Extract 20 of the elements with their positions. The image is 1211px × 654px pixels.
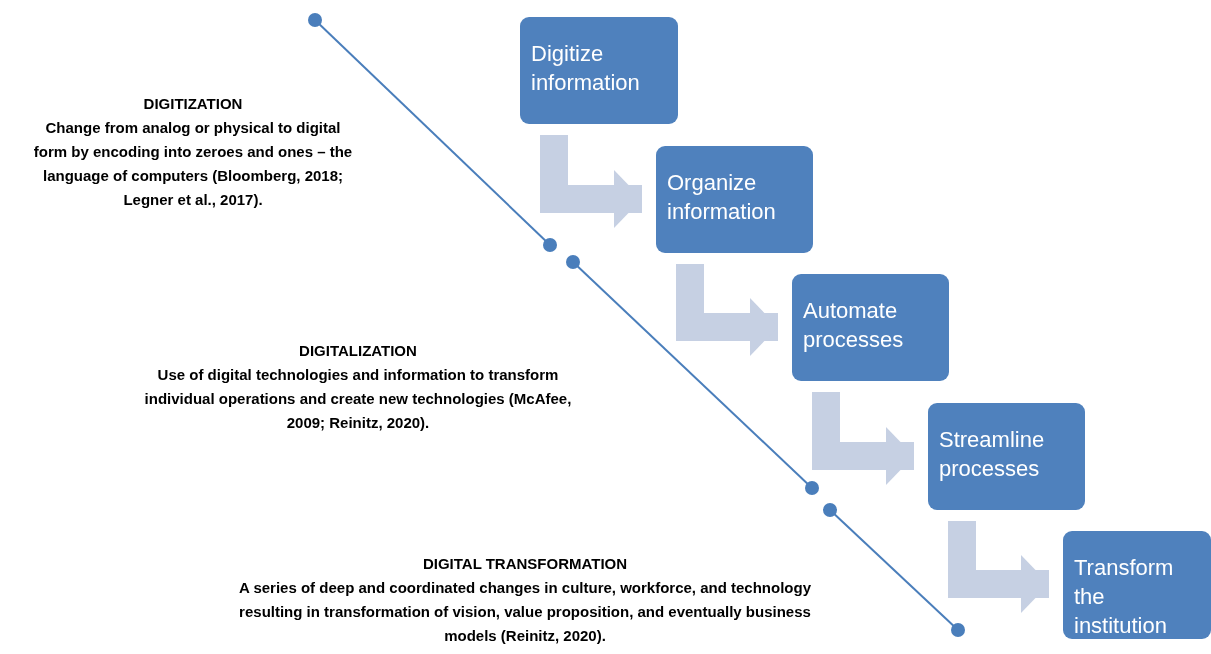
term-heading: DIGITAL TRANSFORMATION (421, 554, 629, 574)
step-label: Transform the institution (1074, 554, 1175, 640)
bent-arrow (948, 521, 1049, 613)
step-label: Automate processes (803, 297, 905, 354)
bent-arrow (676, 264, 778, 356)
process-box (520, 17, 678, 124)
process-box (1063, 531, 1211, 639)
definition-text: Use of digital technologies and information to transform individual operations and create new technologies (McAfee, 2009; Reinitz, 2020). (143, 365, 573, 433)
process-box (928, 403, 1085, 510)
process-box (792, 274, 949, 381)
definition-text: A series of deep and coordinated changes in culture, workforce, and technology resulting in transformation of vision, value proposition, and eventually business models (Reinitz, 2020). (237, 578, 813, 646)
bent-arrow (540, 135, 642, 228)
step-label: Streamline processes (939, 426, 1046, 483)
step-label: Digitize information (531, 40, 641, 97)
term-heading: DIGITALIZATION (298, 341, 418, 361)
step-label: Organize information (667, 169, 777, 226)
bent-arrow (812, 392, 914, 485)
term-heading: DIGITIZATION (142, 94, 244, 114)
process-box (656, 146, 813, 253)
definition-text: Change from analog or physical to digital form by encoding into zeroes and ones – the language of computers (Bloomberg, 2018; Legner et al., 2017). (32, 118, 354, 210)
